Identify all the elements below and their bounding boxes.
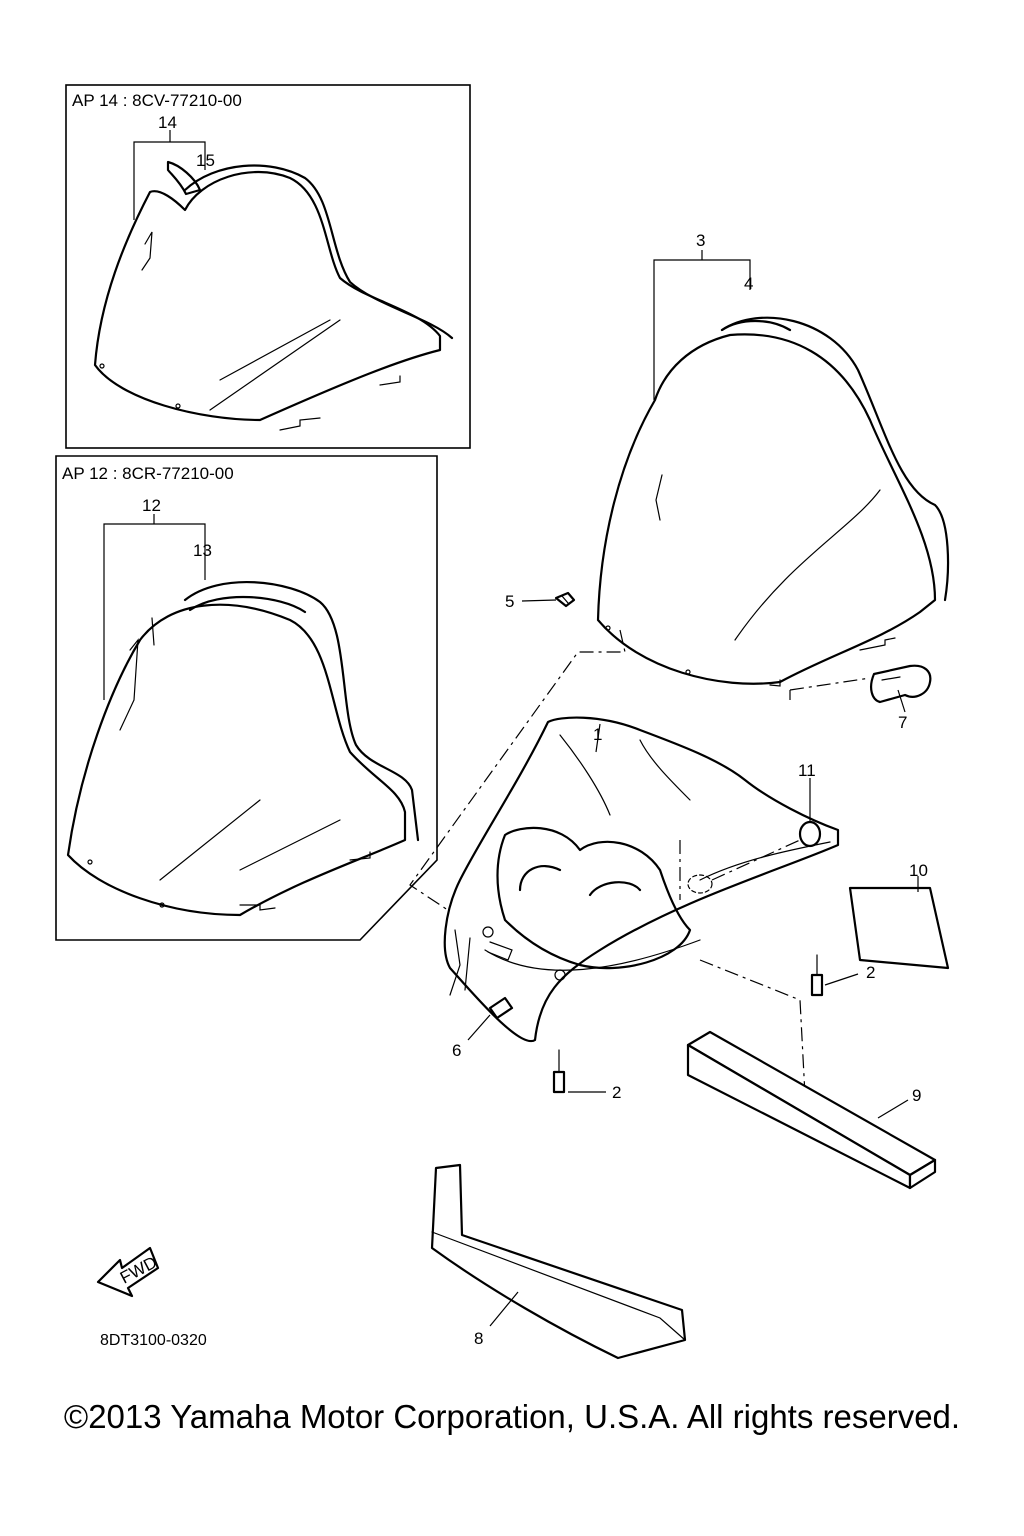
windshield-ap12	[66, 603, 407, 917]
callout-9: 9	[912, 1086, 921, 1105]
callout-13: 13	[193, 541, 212, 560]
callout-4: 4	[744, 274, 753, 293]
inset-ap12-code: AP 12 : 8CR-77210-00	[62, 464, 234, 483]
callout-2-left: 2	[612, 1083, 621, 1102]
fwd-arrow-shape	[96, 1246, 160, 1298]
callout-12: 12	[142, 496, 161, 515]
callout-7: 7	[898, 713, 907, 732]
callout-11: 11	[798, 761, 816, 780]
drawing-number: 8DT3100-0320	[100, 1332, 207, 1349]
inset-ap12-frame	[55, 455, 438, 941]
callout-6: 6	[452, 1041, 461, 1060]
label-10: 10	[848, 861, 950, 970]
cap-11	[798, 820, 822, 848]
callout-2-right: 2	[866, 963, 875, 982]
foam-9-end	[908, 1158, 937, 1190]
copyright: ©2013 Yamaha Motor Corporation, U.S.A. A…	[63, 1398, 961, 1435]
callout-10: 10	[909, 861, 928, 880]
foam-9: 9	[686, 1030, 937, 1190]
trim-4	[720, 316, 950, 602]
windshield-main: 3 4 5 7	[505, 231, 950, 732]
inset-ap14-code: AP 14 : 8CV-77210-00	[72, 91, 242, 110]
callout-8: 8	[474, 1329, 483, 1348]
callout-3: 3	[696, 231, 705, 250]
windshield-ap12-trim	[183, 580, 420, 842]
windshield-ap14	[93, 170, 442, 422]
callout-15: 15	[196, 151, 215, 170]
screw-6	[488, 996, 514, 1020]
inset-ap14: AP 14 : 8CV-77210-00 14 15	[65, 84, 471, 449]
fwd-arrow: FWD	[96, 1246, 160, 1298]
callout-5: 5	[505, 592, 514, 611]
inset-ap12: AP 12 : 8CR-77210-00 12 13	[55, 455, 438, 941]
seal-8-strip	[430, 1163, 687, 1360]
foam-9-front	[686, 1043, 912, 1190]
cowl-inner	[496, 826, 692, 970]
callout-1: 1	[593, 725, 602, 744]
inset-ap14-frame	[65, 84, 471, 449]
screw-2-left	[552, 1070, 566, 1094]
label-10-sheet	[848, 886, 950, 970]
callout-14: 14	[158, 113, 177, 132]
windshield-3	[596, 333, 937, 685]
windshield-ap14-trim	[183, 164, 454, 340]
cowl-1: 1 11 6 2 2	[443, 716, 875, 1102]
bracket-7	[870, 664, 932, 704]
assembly-line	[409, 629, 626, 931]
screw-2-right	[810, 973, 824, 997]
foam-9-top	[686, 1030, 937, 1177]
seal-8: 8	[430, 1163, 687, 1360]
cowl-body	[443, 716, 840, 1043]
